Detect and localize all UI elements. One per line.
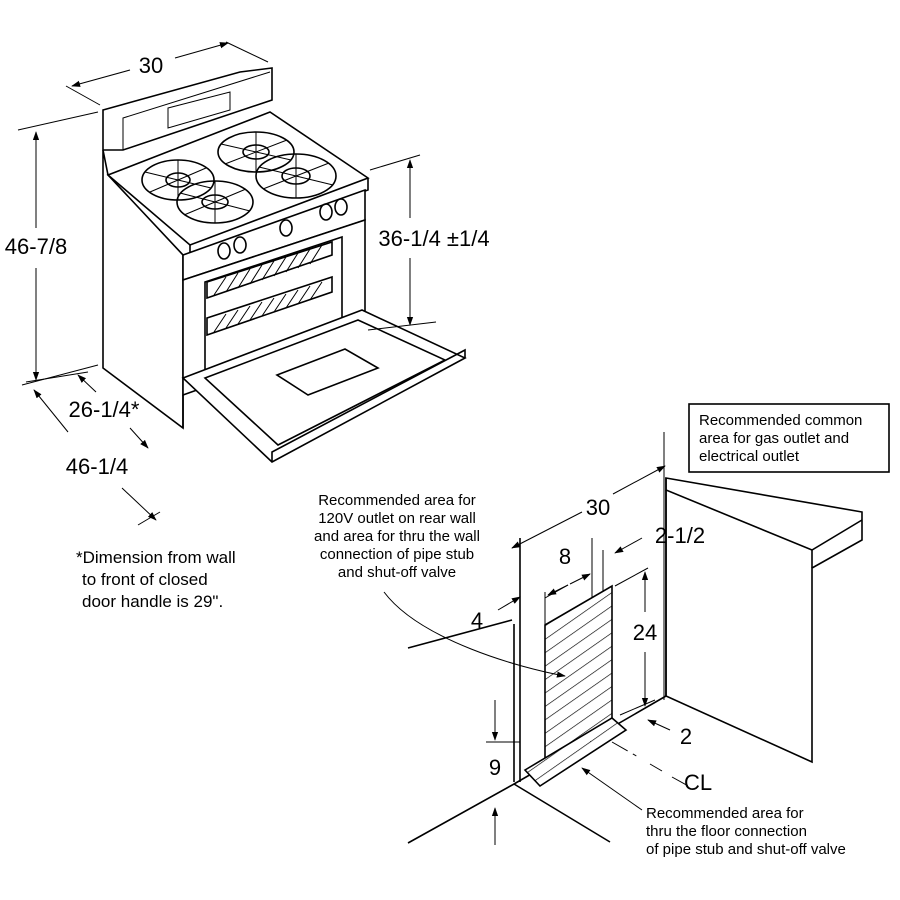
- footnote-line-1: *Dimension from wall: [76, 548, 236, 567]
- offset-4-label: 4: [471, 608, 483, 633]
- rear-wall-note-line-4: connection of pipe stub: [320, 546, 474, 563]
- common-area-line-3: electrical outlet: [699, 448, 800, 465]
- area-width-label: 8: [559, 544, 571, 569]
- common-area-line-2: area for gas outlet and: [699, 430, 849, 447]
- control-knobs: [217, 198, 348, 260]
- floor-height-label: 9: [489, 755, 501, 780]
- door-window: [275, 348, 380, 396]
- control-display: [167, 91, 231, 129]
- cooktop-height-label: 36-1/4 ±1/4: [378, 226, 489, 251]
- range-depth-label: 26-1/4*: [69, 397, 140, 422]
- common-area-box: [688, 403, 890, 473]
- burner-grates: [141, 131, 337, 224]
- common-area-line-1: Recommended common: [699, 412, 862, 429]
- side-offset-label: 2-1/2: [655, 523, 705, 548]
- range-width-label: 30: [139, 53, 163, 78]
- floor-note: Recommended area for thru the floor conn…: [646, 805, 846, 858]
- floor-note-line-3: of pipe stub and shut-off valve: [646, 841, 846, 858]
- floor-note-line-2: thru the floor connection: [646, 823, 807, 840]
- footnote: *Dimension from wall to front of closed …: [76, 548, 236, 611]
- floor-area: [523, 717, 628, 788]
- range-drawing: [102, 67, 467, 463]
- rear-wall-note-line-1: Recommended area for: [318, 492, 476, 509]
- cabinet: [665, 477, 863, 764]
- common-area-text: Recommended common area for gas outlet a…: [699, 412, 862, 465]
- offset-2-label: 2: [680, 724, 692, 749]
- rear-wall-note: Recommended area for 120V outlet on rear…: [314, 492, 480, 581]
- footnote-line-2: to front of closed: [82, 570, 208, 589]
- rear-wall-note-line-2: 120V outlet on rear wall: [318, 510, 476, 527]
- centerline-symbol: CL: [684, 770, 712, 795]
- footnote-line-3: door handle is 29".: [82, 592, 223, 611]
- floor-note-line-1: Recommended area for: [646, 805, 804, 822]
- install-width-label: 30: [586, 495, 610, 520]
- rear-wall-note-line-3: and area for thru the wall: [314, 528, 480, 545]
- oven-rack-bottom: [206, 275, 333, 337]
- area-height-label: 24: [633, 620, 657, 645]
- installation-dimension-lines: [383, 465, 671, 845]
- oven-rack-top: [206, 240, 333, 300]
- depth-door-open-label: 46-1/4: [66, 454, 128, 479]
- range-dimension-lines: [17, 41, 437, 526]
- installation-drawing: [407, 403, 890, 844]
- rear-wall-note-line-5: and shut-off valve: [338, 564, 456, 581]
- range-height-label: 46-7/8: [5, 234, 67, 259]
